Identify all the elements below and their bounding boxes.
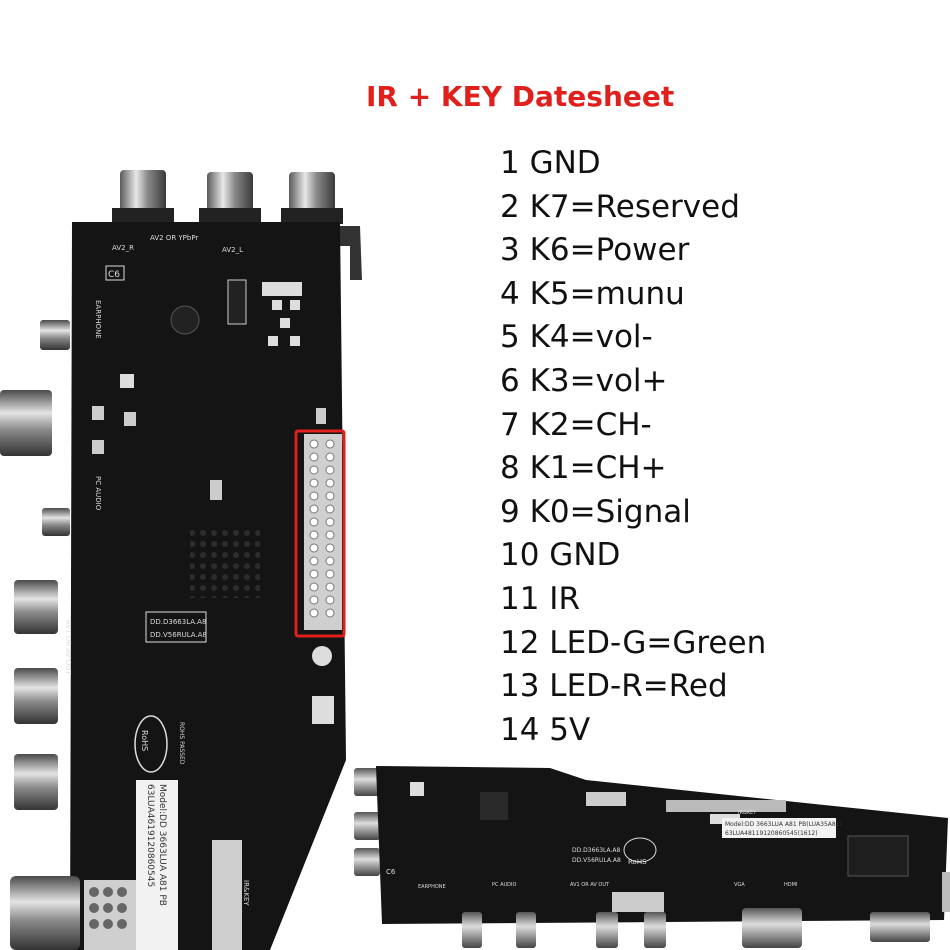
earphone-jack — [40, 320, 70, 350]
label-small-sticker-2: 63LUA48119120860545(1612) — [725, 830, 818, 837]
vga-port — [10, 876, 144, 950]
sticker-small — [722, 818, 836, 838]
label-irkey: IR&KEY — [242, 880, 250, 906]
rca-jack-top-1 — [112, 170, 174, 224]
model-label — [145, 611, 207, 643]
label-pc-audio: PC AUDIO — [94, 476, 102, 511]
label-small-c6: C6 — [386, 868, 396, 876]
board-large: AV2 OR YPbPr AV2_R AV2_L C6 EARPHONE PC … — [0, 170, 362, 950]
label-small-model-2: DD.V56RULA.A8 — [572, 857, 621, 864]
pin-item: 12 LED-G=Green — [500, 624, 767, 661]
pin-item: 11 IR — [500, 580, 580, 617]
rca-jack-left-4 — [14, 754, 58, 810]
label-small-model-1: DD.D3663LA.A8 — [572, 847, 621, 854]
pcb-body-small — [376, 766, 948, 924]
pin-item: 2 K7=Reserved — [500, 188, 740, 225]
label-small-earphone: EARPHONE — [418, 884, 446, 890]
label-av2-r: AV2_R — [112, 244, 134, 252]
ir-key-header — [304, 434, 342, 630]
pin-item: 3 K6=Power — [500, 232, 690, 269]
label-small-pc-audio: PC AUDIO — [492, 882, 517, 888]
label-small-sticker-1: Model:DD 3663LUA A81 PB(LUA35A81) — [725, 821, 842, 828]
pin-item: 1 GND — [500, 145, 601, 181]
label-av1: AV1 OR AV OUT — [64, 620, 72, 675]
label-av2-l: AV2_L — [222, 246, 243, 254]
label-av2-ypbpr: AV2 OR YPbPr — [150, 234, 198, 242]
pin-item: 10 GND — [500, 537, 621, 574]
bga-chip — [190, 528, 260, 598]
label-rohs: RoHS — [140, 730, 149, 751]
rca-jack-left-3 — [14, 668, 58, 724]
pin-item: 7 K2=CH- — [500, 406, 652, 443]
label-sticker-1: Model:DD 3663LUA A81 PB — [157, 784, 167, 906]
pc-audio-jack — [42, 508, 70, 536]
label-sticker-2: 63LUA4619120860545 — [145, 784, 155, 887]
rca-jack-top-3 — [281, 172, 343, 224]
label-small-vga: VGA — [734, 882, 745, 888]
label-model-2: DD.V56RULA.A8 — [150, 631, 207, 639]
sticker: Model:DD 3663LUA A81 PB 63LUA46191208605… — [136, 780, 178, 950]
pin-item: 4 K5=munu — [500, 275, 685, 312]
label-c6: C6 — [108, 270, 120, 280]
rca-jack-left-1 — [0, 390, 52, 456]
board-small: Model:DD 3663LUA A81 PB(LUA35A81) 63LUA4… — [354, 766, 950, 948]
highlight-box — [294, 429, 346, 638]
rca-jack-top-2 — [199, 172, 261, 224]
label-model-1: DD.D3663LA.A8 — [150, 618, 206, 626]
pin-item: 8 K1=CH+ — [500, 450, 667, 487]
pin-item: 5 K4=vol- — [500, 319, 653, 356]
label-small-rohs: RoHS — [628, 858, 647, 866]
label-small-irkey: IR&KEY — [738, 810, 757, 816]
rca-jack-left-2 — [14, 580, 58, 634]
pin-item: 14 5V — [500, 711, 591, 748]
pin-item: 9 K0=Signal — [500, 493, 691, 530]
label-small-hdmi: HDMI — [784, 882, 797, 888]
pin-list: 1 GND 2 K7=Reserved 3 K6=Power 4 K5=munu… — [500, 142, 766, 752]
rohs-stamp — [134, 715, 168, 773]
page-title: IR + KEY Datesheet — [366, 80, 675, 113]
label-rohs-passed: ROHS PASSED — [178, 722, 185, 765]
pin-item: 13 LED-R=Red — [500, 668, 728, 705]
label-small-av1: AV1 OR AV OUT — [570, 882, 610, 888]
label-earphone: EARPHONE — [94, 300, 102, 339]
pin-item: 6 K3=vol+ — [500, 362, 668, 399]
